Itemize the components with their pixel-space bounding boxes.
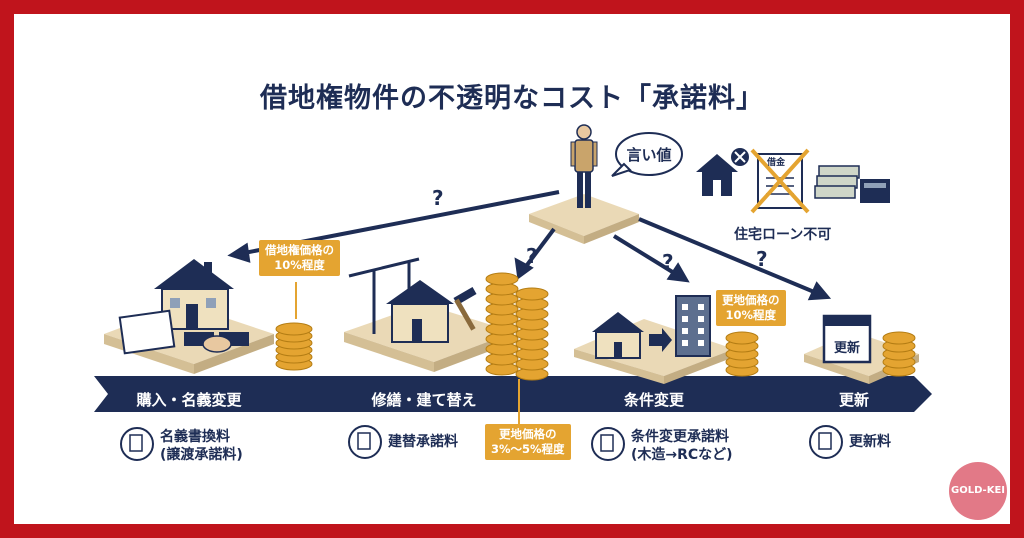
fee-condition: 条件変更承諾料 (木造→RCなど) — [631, 428, 733, 464]
fee-condition-line2: (木造→RCなど) — [631, 447, 733, 463]
coin-stack-condition-icon — [725, 331, 759, 377]
handshake-icon — [184, 332, 249, 353]
fee-purchase: 名義書換料 (譲渡承諾料) — [160, 428, 243, 464]
fee-condition-line1: 条件変更承諾料 — [631, 429, 729, 445]
price-note-rebuild-line1: 更地価格の — [499, 427, 557, 441]
calendar-icon: 更新 — [822, 314, 872, 364]
fee-renewal: 更新料 — [849, 433, 891, 451]
coin-stack-purchase-icon — [275, 322, 313, 371]
coin-stacks-rebuild-icon — [485, 272, 549, 381]
price-note-purchase-line1: 借地権価格の — [265, 243, 334, 257]
price-note-rebuild-line2: 3%〜5%程度 — [491, 442, 565, 456]
fee-rebuild: 建替承諾料 — [388, 433, 458, 451]
timeline-label-renewal: 更新 — [838, 391, 869, 409]
timeline-label-rebuild: 修繕・建て替え — [371, 391, 477, 409]
price-note-renewal-line2: 10%程度 — [725, 308, 777, 322]
wooden-house-icon — [592, 312, 644, 359]
contract-document-icon — [118, 309, 176, 355]
speech-bubble-icon — [611, 132, 683, 177]
fee-purchase-line2: (譲渡承諾料) — [160, 447, 243, 463]
price-note-purchase: 借地権価格の 10%程度 — [259, 240, 340, 276]
timeline-label-purchase: 購入・名義変更 — [136, 391, 242, 409]
price-note-purchase-line2: 10%程度 — [274, 258, 325, 272]
question-mark-renewal: ? — [756, 247, 768, 271]
rc-building-icon — [675, 295, 711, 357]
price-note-renewal: 更地価格の 10%程度 — [716, 290, 786, 326]
coin-stack-renewal-icon — [882, 331, 916, 377]
loan-document-crossed-icon — [750, 148, 810, 214]
landowner-figure-icon — [570, 124, 598, 208]
crane-icon — [348, 257, 420, 334]
money-calculator-icon — [814, 165, 890, 203]
speech-bubble-text: 言い値 — [626, 146, 672, 164]
price-note-renewal-line1: 更地価格の — [722, 293, 780, 307]
page-title: 借地権物件の不透明なコスト「承諾料」 — [260, 83, 764, 114]
question-mark-purchase: ? — [432, 186, 444, 210]
house-icon — [154, 259, 234, 330]
fee-document-icon-4 — [809, 425, 843, 459]
loan-note: 住宅ローン不可 — [734, 227, 832, 243]
calendar-label: 更新 — [834, 340, 860, 356]
hammer-icon — [453, 287, 477, 331]
fee-document-icon-3 — [591, 427, 625, 461]
timeline-band — [94, 376, 932, 412]
infographic-frame: 借地権物件の不透明なコスト「承諾料」 — [14, 14, 1010, 524]
loan-document-label: 借金 — [767, 158, 786, 168]
channel-badge: GOLD-KEI — [949, 462, 1007, 520]
arrow-right-icon — [649, 328, 672, 352]
house-crossed-icon — [696, 148, 749, 196]
price-note-rebuild: 更地価格の 3%〜5%程度 — [485, 424, 571, 460]
fee-renewal-line1: 更新料 — [849, 434, 891, 450]
landowner-platform — [529, 194, 639, 236]
question-mark-rebuild: ? — [526, 244, 538, 268]
timeline-label-condition: 条件変更 — [623, 391, 684, 409]
fee-purchase-line1: 名義書換料 — [160, 429, 230, 445]
fee-document-icon-2 — [348, 425, 382, 459]
question-mark-condition: ? — [662, 250, 674, 274]
fee-rebuild-line1: 建替承諾料 — [388, 434, 458, 450]
illustration-canvas: 更新 — [94, 124, 932, 461]
fee-document-icon-1 — [120, 427, 154, 461]
house-frame-icon — [386, 280, 454, 343]
